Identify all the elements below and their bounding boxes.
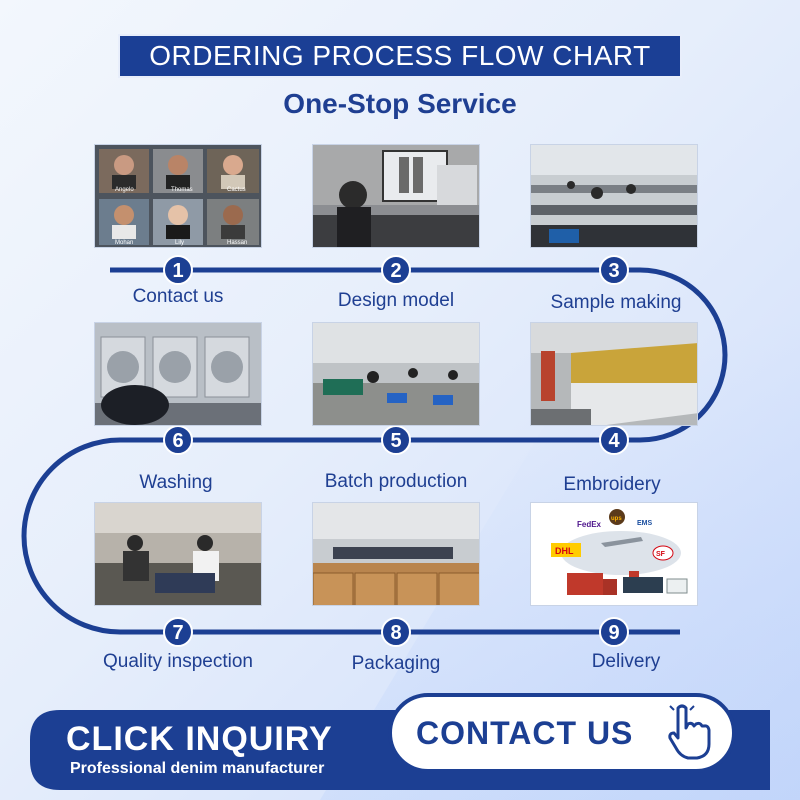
photo-sample-making <box>530 144 698 248</box>
photo-design-model <box>312 144 480 248</box>
svg-text:7: 7 <box>172 622 183 644</box>
pointer-hand-icon <box>668 702 711 760</box>
step-marker-5: 5 <box>381 425 411 455</box>
photo-quality-inspection <box>94 502 262 606</box>
step-label-design-model: Design model <box>337 290 455 311</box>
caller-name-5: Lily <box>175 240 184 246</box>
step-label-batch-production: Batch production <box>324 471 468 492</box>
svg-text:3: 3 <box>608 260 619 282</box>
title-banner: ORDERING PROCESS FLOW CHART <box>118 34 682 78</box>
photo-washing <box>94 322 262 426</box>
step-label-washing: Washing <box>139 472 213 493</box>
contact-us-label: CONTACT US <box>416 714 634 751</box>
step-marker-9: 9 <box>599 617 629 647</box>
step-marker-2: 2 <box>381 255 411 285</box>
svg-text:2: 2 <box>390 260 401 282</box>
caller-name-1: Angelo <box>115 187 134 193</box>
photo-video-call: Angelo Thomas Cactus Mohan Lily Hassan <box>94 144 262 248</box>
step-label-delivery: Delivery <box>591 651 661 672</box>
step-marker-8: 8 <box>381 617 411 647</box>
dhl-logo: DHL <box>555 546 574 556</box>
step-label-quality-inspection: Quality inspection <box>103 651 253 672</box>
step-label-sample-making: Sample making <box>550 292 682 313</box>
photo-embroidery <box>530 322 698 426</box>
caller-name-2: Thomas <box>171 187 193 193</box>
page-subtitle: One-Stop Service <box>283 88 517 119</box>
page-title: ORDERING PROCESS FLOW CHART <box>149 40 651 71</box>
svg-text:1: 1 <box>172 260 183 282</box>
fedex-logo: FedEx <box>577 520 602 529</box>
photo-batch-production <box>312 322 480 426</box>
step-marker-4: 4 <box>599 425 629 455</box>
tagline: Professional denim manufacturer <box>70 760 325 777</box>
caller-name-3: Cactus <box>227 187 246 193</box>
svg-text:4: 4 <box>608 430 620 452</box>
step-marker-6: 6 <box>163 425 193 455</box>
click-inquiry-label[interactable]: CLICK INQUIRY <box>66 720 333 758</box>
step-label-embroidery: Embroidery <box>563 474 661 495</box>
step-marker-3: 3 <box>599 255 629 285</box>
svg-text:6: 6 <box>172 430 183 452</box>
svg-text:9: 9 <box>608 622 619 644</box>
step-marker-1: 1 <box>163 255 193 285</box>
step-label-packaging: Packaging <box>351 653 441 674</box>
caller-name-4: Mohan <box>115 240 133 246</box>
svg-text:5: 5 <box>390 430 401 452</box>
video-call-illustration: Angelo Thomas Cactus Mohan Lily Hassan <box>95 145 261 247</box>
caller-name-6: Hassan <box>227 240 247 246</box>
ems-logo: EMS <box>637 520 653 527</box>
photo-delivery: FedEx ups EMS DHL SF <box>530 502 698 606</box>
step-marker-7: 7 <box>163 617 193 647</box>
flow-path <box>21 267 728 635</box>
sf-logo: SF <box>656 551 666 558</box>
photo-packaging <box>312 502 480 606</box>
step-label-contact-us: Contact us <box>132 286 224 307</box>
click-inquiry-group[interactable]: CLICK INQUIRY <box>66 720 333 759</box>
ups-logo: ups <box>611 516 622 522</box>
svg-text:8: 8 <box>390 622 401 644</box>
